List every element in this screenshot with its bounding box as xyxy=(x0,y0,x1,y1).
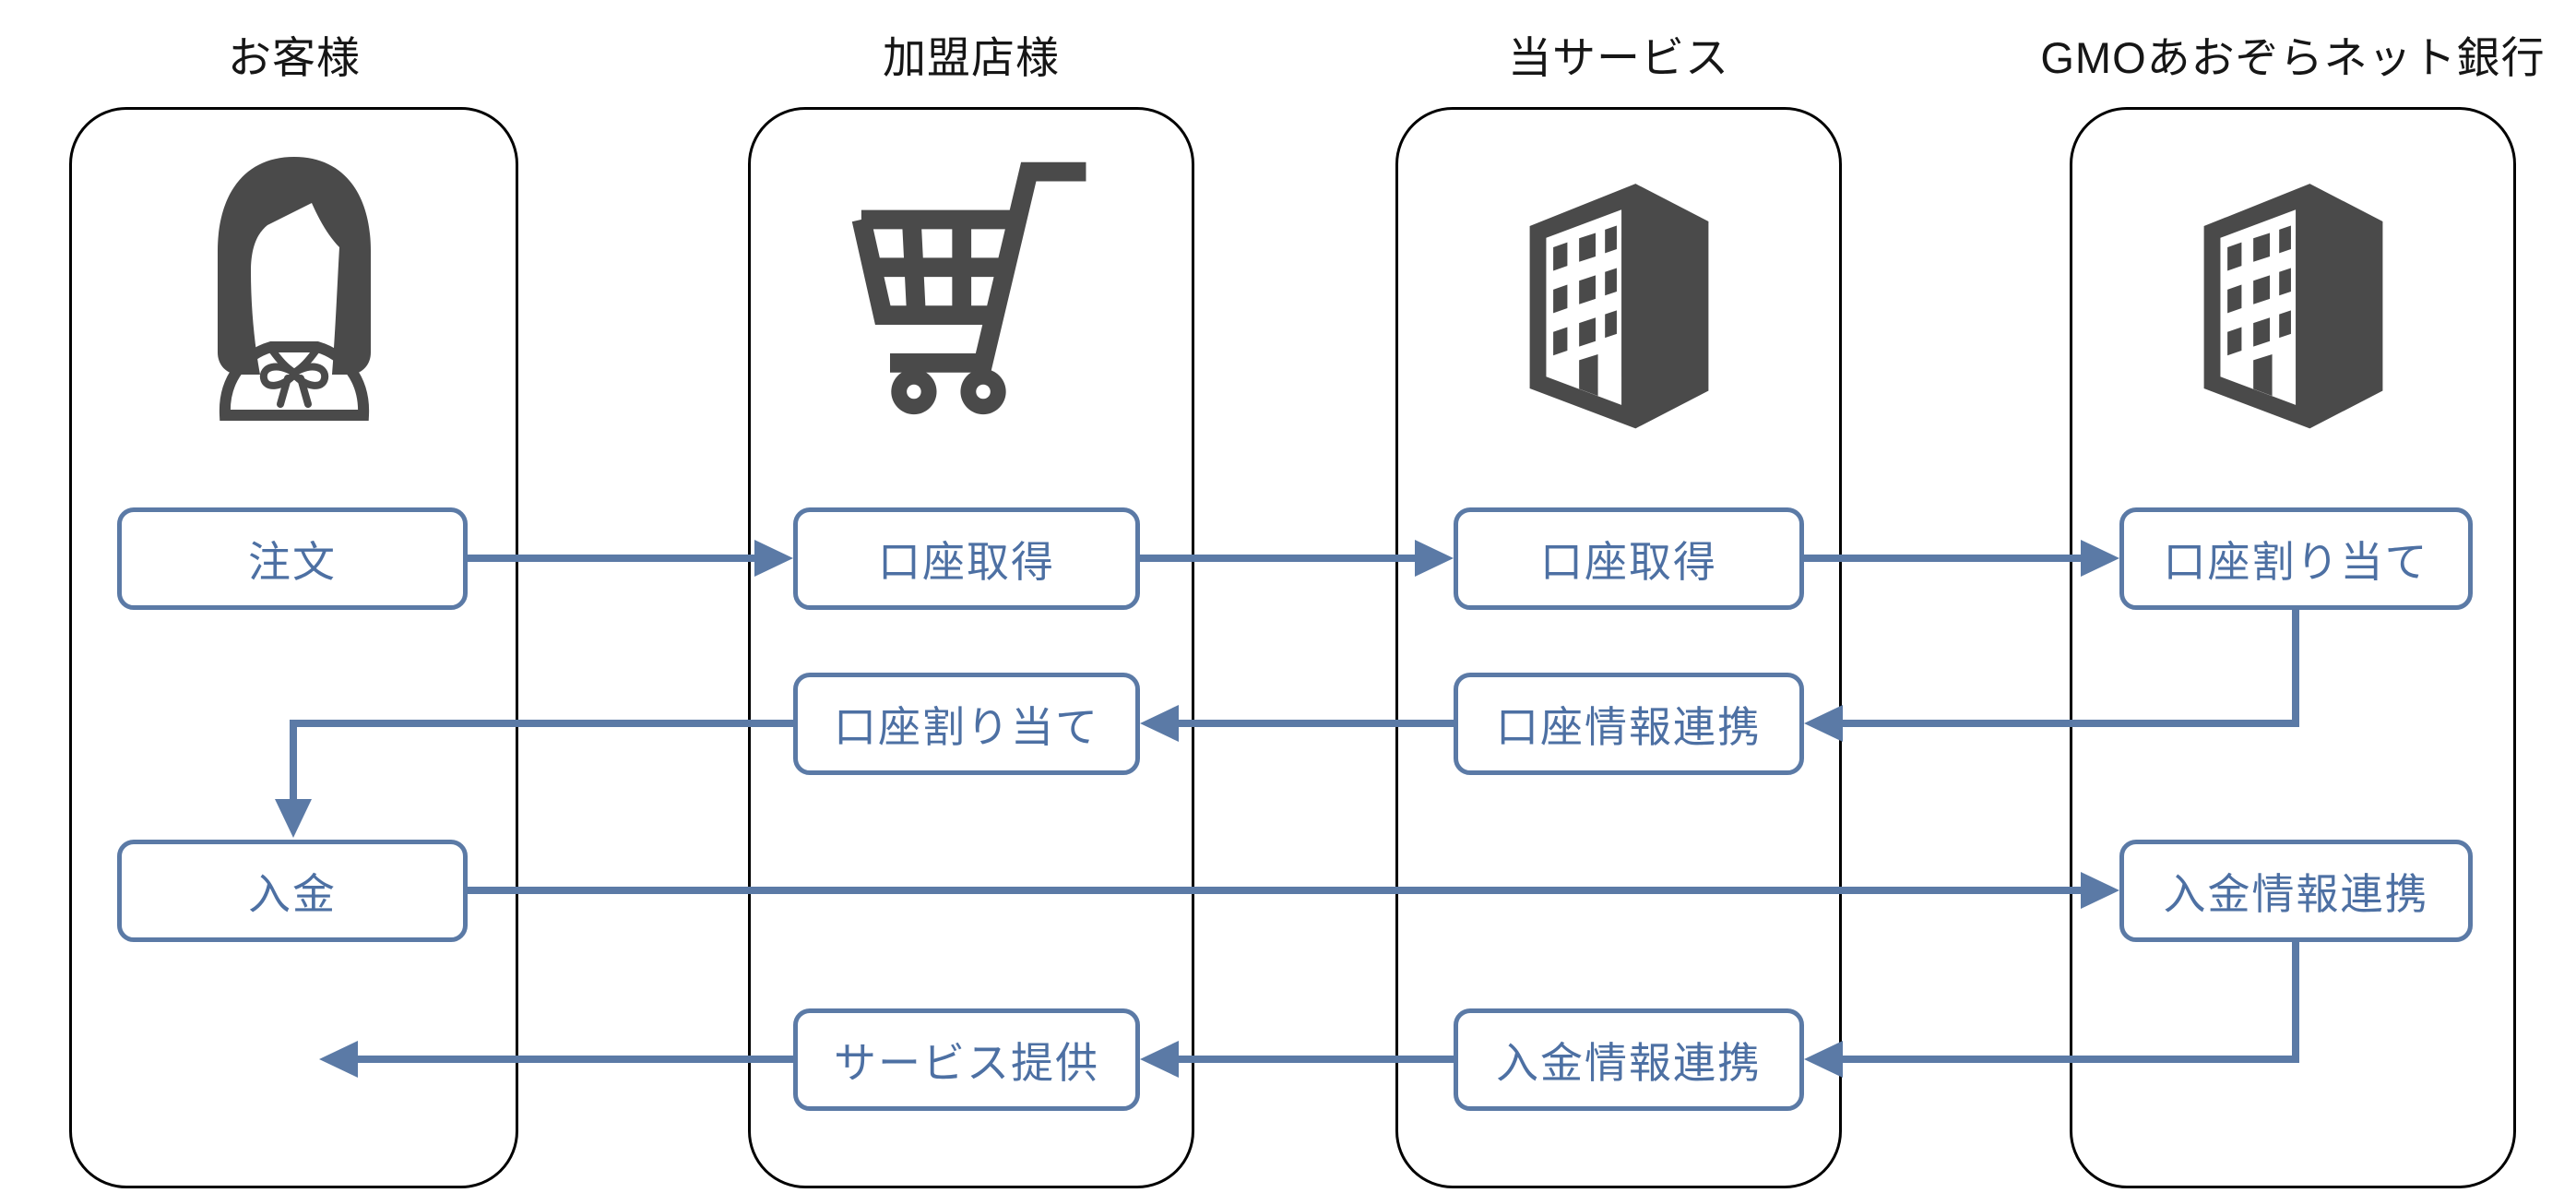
shopping-cart-icon xyxy=(837,152,1100,425)
step-box-account-get-service: 口座取得 xyxy=(1454,507,1804,610)
lane-header-service: 当サービス xyxy=(1508,33,1729,82)
office-building-icon xyxy=(1502,153,1737,440)
woman-icon-svg xyxy=(218,157,371,421)
step-box-account-assign-merchant: 口座割り当て xyxy=(793,673,1140,775)
step-box-order: 注文 xyxy=(117,507,468,610)
bank-building-icon xyxy=(2176,153,2411,440)
step-box-deposit-info-service: 入金情報連携 xyxy=(1454,1008,1804,1111)
lane-header-merchant: 加盟店様 xyxy=(883,33,1060,82)
step-box-account-get-merchant: 口座取得 xyxy=(793,507,1140,610)
bank-building-icon-svg xyxy=(2203,184,2383,429)
step-box-service-provide: サービス提供 xyxy=(793,1008,1140,1111)
office-building-icon-svg xyxy=(1529,184,1709,429)
step-box-deposit: 入金 xyxy=(117,840,468,942)
step-box-deposit-info-bank: 入金情報連携 xyxy=(2119,840,2473,942)
shopping-cart-icon-svg xyxy=(851,161,1086,415)
lane-customer xyxy=(69,107,518,1188)
arrow-deposit-customer-to-bank xyxy=(468,872,2119,909)
step-box-account-assign-bank: 口座割り当て xyxy=(2119,507,2473,610)
lane-header-customer: お客様 xyxy=(228,33,361,82)
step-box-account-info-link: 口座情報連携 xyxy=(1454,673,1804,775)
lane-header-bank: GMOあおぞらネット銀行 xyxy=(2040,33,2546,82)
woman-icon xyxy=(188,146,400,427)
